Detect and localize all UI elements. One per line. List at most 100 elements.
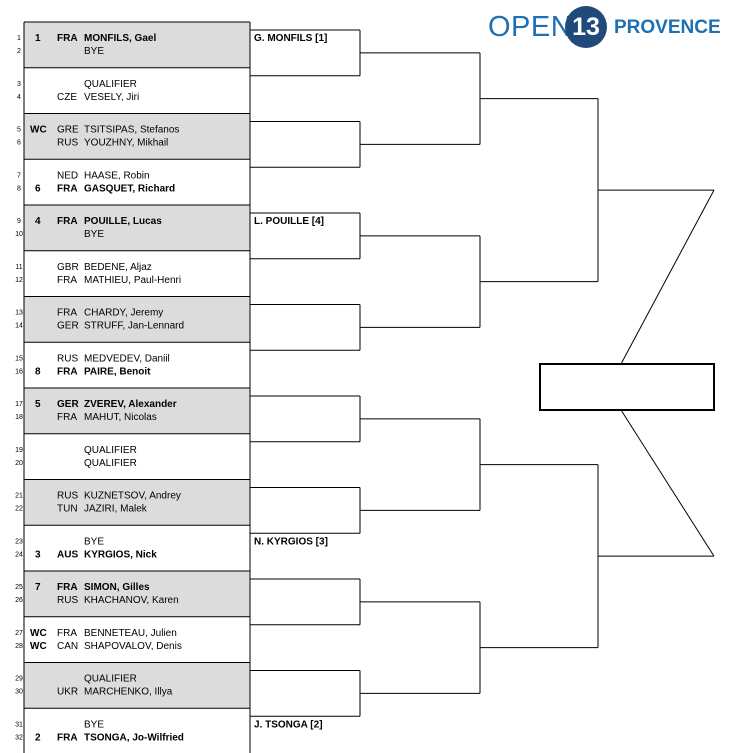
draw-position-number: 4 [17,94,21,101]
player-name: BYE [84,536,104,547]
player-name: TSITSIPAS, Stefanos [84,125,179,136]
match-shade [24,296,250,343]
draw-position-number: 26 [15,597,23,604]
draw-position-number: 6 [17,140,21,147]
player-name: QUALIFIER [84,674,137,685]
player-name: JAZIRI, Malek [84,504,148,515]
draw-position-number: 5 [17,127,21,134]
draw-position-number: 1 [17,35,21,42]
player-name: STRUFF, Jan-Lennard [84,321,184,332]
draw-position-number: 14 [15,323,23,330]
player-name: QUALIFIER [84,79,137,90]
player-name: BEDENE, Aljaz [84,262,152,273]
player-name: BYE [84,719,104,730]
logo-13-badge: 13 [565,6,607,48]
draw-position-number: 30 [15,689,23,696]
player-country: GBR [57,262,79,273]
draw-position-number: 28 [15,643,23,650]
player-country: CAN [57,641,78,652]
player-name: SHAPOVALOV, Denis [84,641,182,652]
seed-label: WC [30,641,47,652]
seed-label: 5 [35,399,41,410]
seed-label: 3 [35,549,41,560]
round2-winner: L. POUILLE [4] [254,216,324,227]
player-country: RUS [57,491,78,502]
bracket-line [620,409,715,557]
player-country: GER [57,399,79,410]
draw-position-number: 32 [15,734,23,741]
player-name: MATHIEU, Paul-Henri [84,275,181,286]
draw-position-number: 16 [15,368,23,375]
logo-open-text: OPEN [488,11,573,43]
player-name: CHARDY, Jeremy [84,308,163,319]
draw-position-number: 8 [17,185,21,192]
player-country: FRA [57,308,77,319]
seed-label: 6 [35,183,41,194]
seed-label: 7 [35,582,41,593]
draw-position-number: 27 [15,630,23,637]
player-country: NED [57,170,78,181]
seed-label: WC [30,628,47,639]
seed-label: 8 [35,366,41,377]
draw-position-number: 15 [15,355,23,362]
draw-position-number: 29 [15,676,23,683]
player-name: MONFILS, Gael [84,33,156,44]
draw-position-number: 13 [15,310,23,317]
logo-provence-text: PROVENCE [614,17,721,38]
draw-position-number: 23 [15,538,23,545]
draw-position-number: 21 [15,493,23,500]
seed-label: WC [30,125,47,136]
draw-position-number: 2 [17,48,21,55]
player-name: MARCHENKO, Illya [84,687,173,698]
match-shade [24,388,250,434]
player-name: GASQUET, Richard [84,183,175,194]
draw-position-number: 7 [17,172,21,179]
draw-position-number: 11 [15,264,22,271]
player-country: FRA [57,732,78,743]
seed-label: 4 [35,216,41,227]
player-country: FRA [57,412,77,423]
player-country: GER [57,321,79,332]
player-name: HAASE, Robin [84,170,150,181]
player-name: MAHUT, Nicolas [84,412,157,423]
match-shade [24,113,250,160]
champion-box [539,363,715,411]
player-name: QUALIFIER [84,445,137,456]
seed-label: 2 [35,732,41,743]
draw-position-number: 9 [17,218,21,225]
player-country: FRA [57,183,78,194]
player-name: BYE [84,46,104,57]
player-country: FRA [57,628,77,639]
player-country: AUS [57,549,78,560]
draw-position-number: 24 [15,551,23,558]
player-country: RUS [57,138,78,149]
player-name: KHACHANOV, Karen [84,595,179,606]
player-country: FRA [57,216,78,227]
player-name: KUZNETSOV, Andrey [84,491,181,502]
player-name: MEDVEDEV, Daniil [84,353,170,364]
draw-position-number: 10 [15,231,23,238]
player-country: CZE [57,92,77,103]
draw-position-number: 17 [15,401,23,408]
bracket-line [620,189,715,365]
player-name: QUALIFIER [84,458,137,469]
draw-position-number: 25 [15,584,23,591]
seed-label: 1 [35,33,41,44]
player-country: FRA [57,33,78,44]
draw-position-number: 18 [15,414,23,421]
tournament-logo: OPEN 13 PROVENCE [488,6,721,50]
draw-position-number: 3 [17,81,21,88]
match-shade [24,571,250,617]
player-country: RUS [57,353,78,364]
draw-position-number: 20 [15,460,23,467]
player-name: KYRGIOS, Nick [84,549,157,560]
draw-position-number: 19 [15,447,23,454]
player-name: BENNETEAU, Julien [84,628,177,639]
player-name: PAIRE, Benoit [84,366,151,377]
player-country: UKR [57,687,78,698]
draw-position-number: 31 [15,721,23,728]
player-name: ZVEREV, Alexander [84,399,177,410]
match-shade [24,22,250,68]
player-country: RUS [57,595,78,606]
